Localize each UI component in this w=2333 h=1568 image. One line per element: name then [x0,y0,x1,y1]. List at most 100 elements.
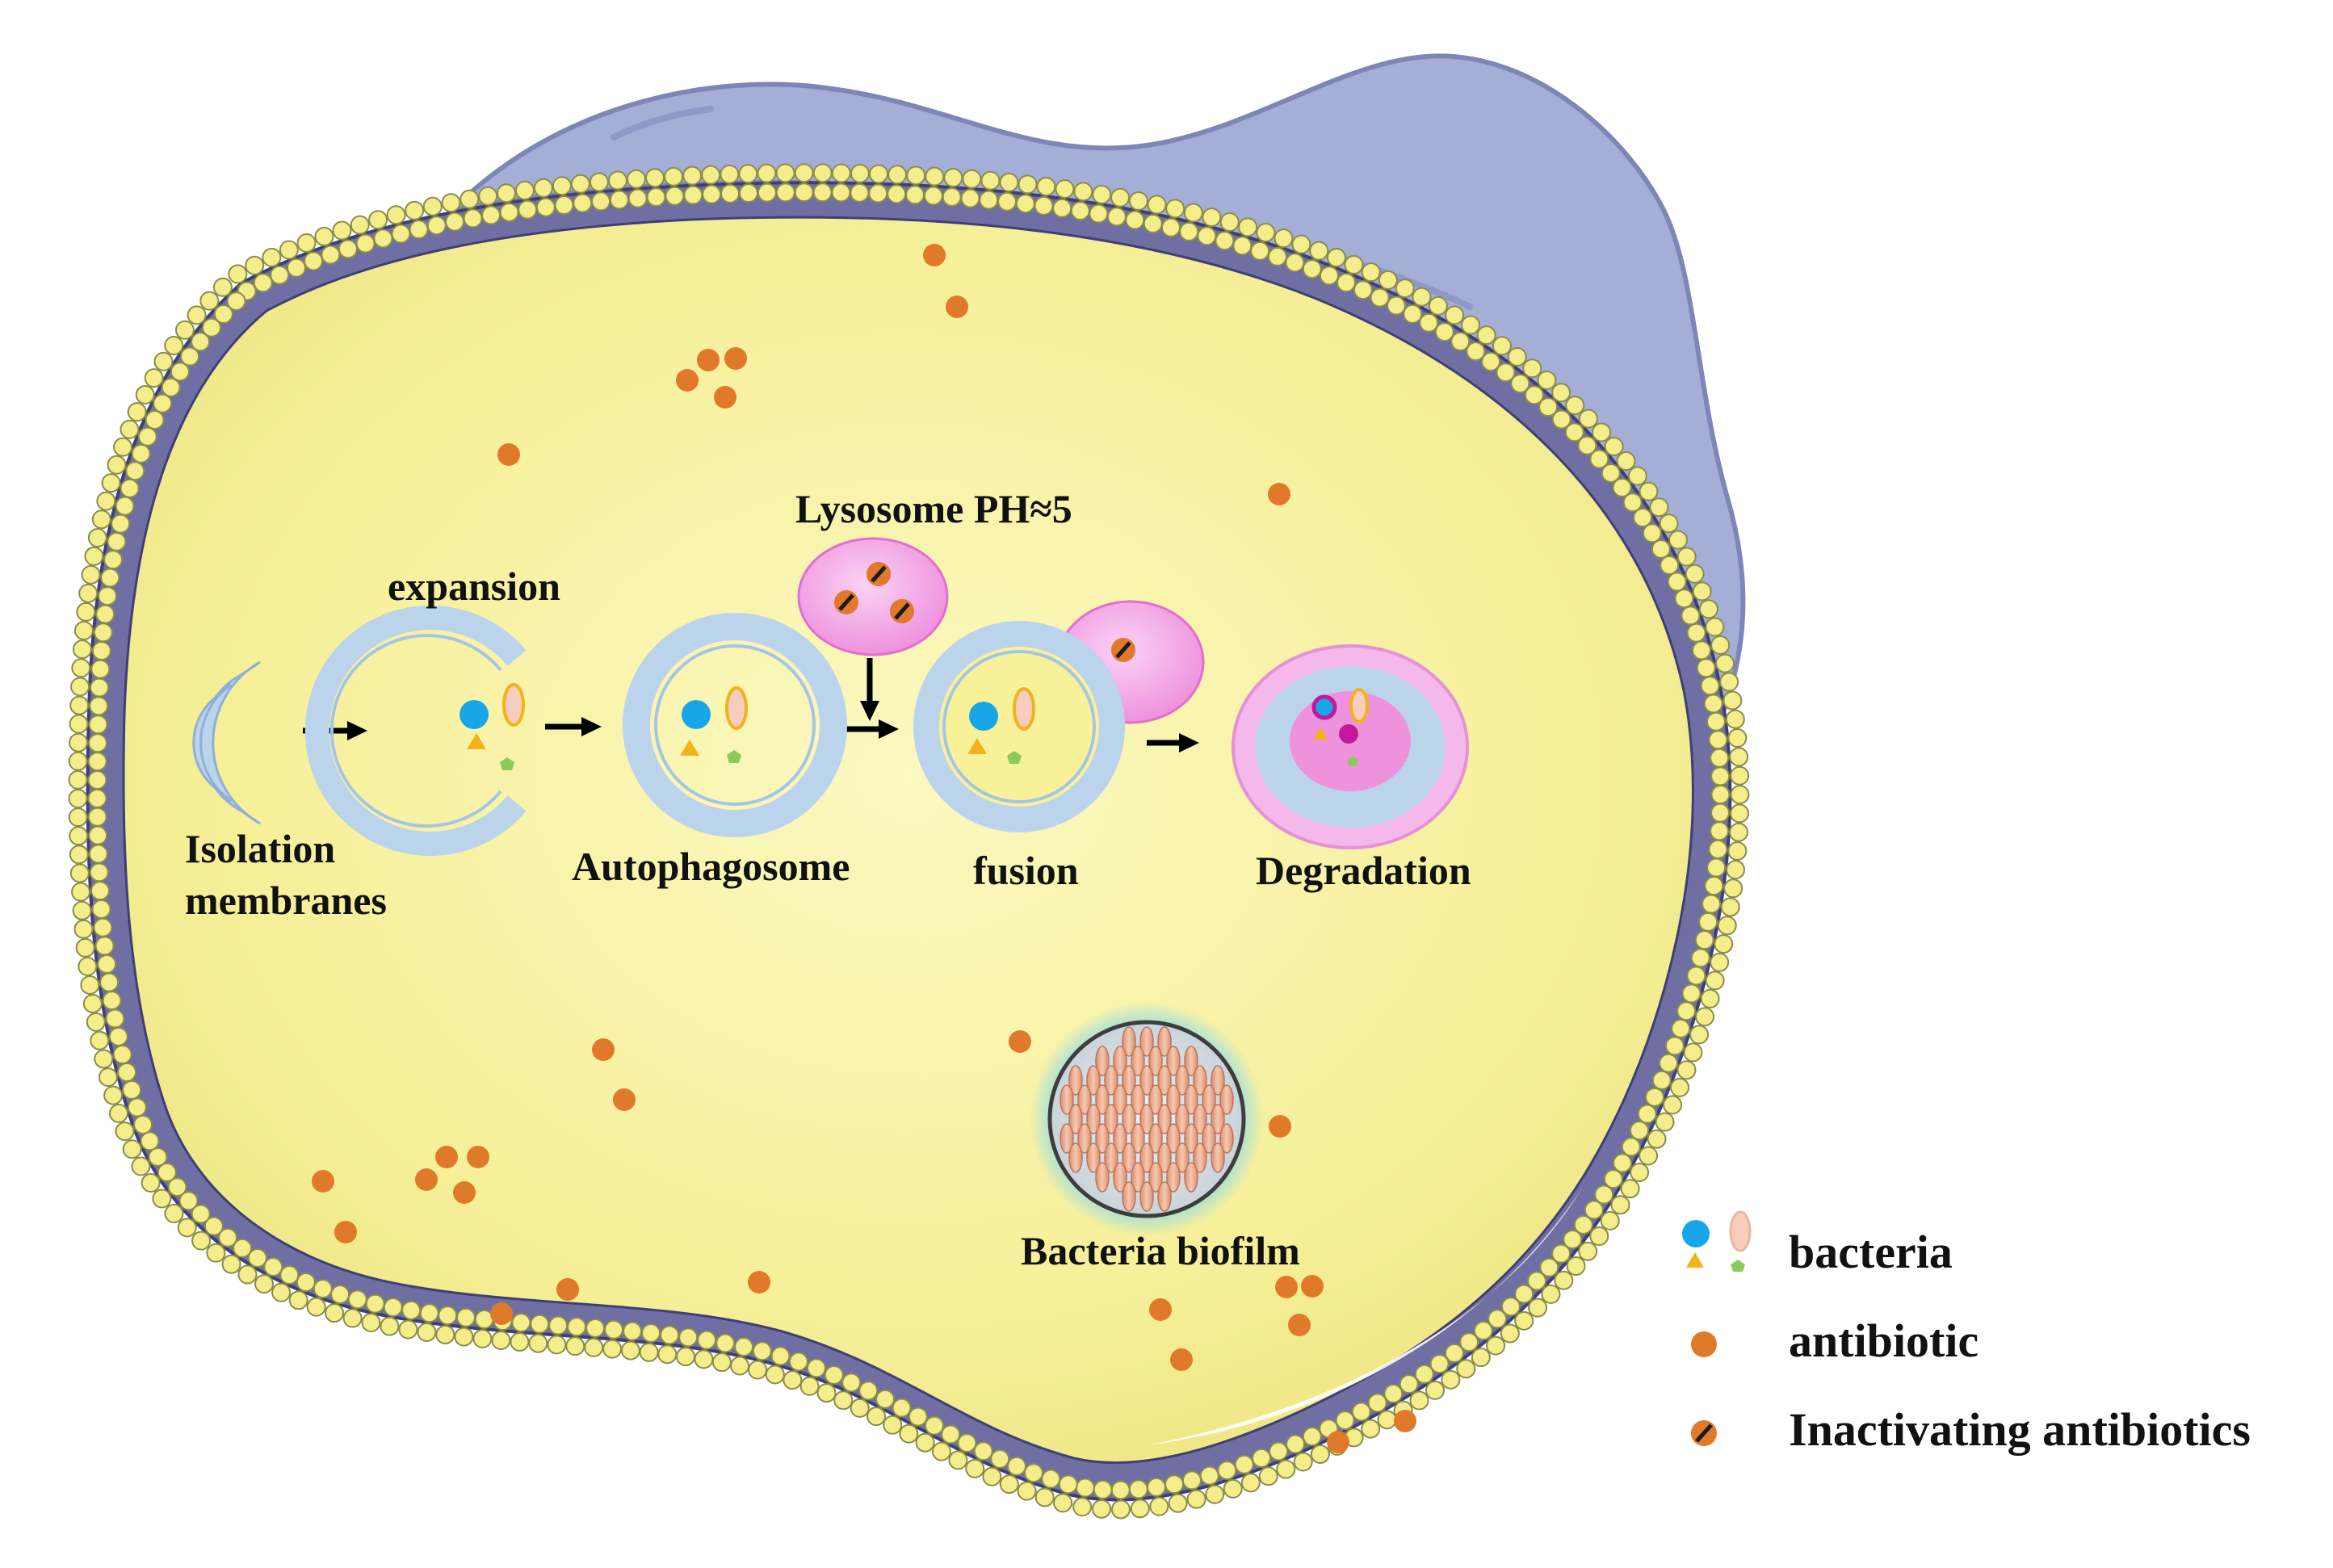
membrane-bead [78,583,99,603]
membrane-bead [135,384,155,405]
membrane-bead [623,1321,643,1341]
bacteria-blue [969,702,998,731]
membrane-bead [1694,930,1714,950]
membrane-bead [997,191,1018,212]
membrane-bead [1730,803,1750,824]
antibiotic-dot [697,349,720,371]
membrane-bead [98,1067,118,1088]
membrane-bead [103,1085,124,1105]
membrane-bead [1164,1474,1185,1495]
membrane-bead [1701,894,1722,914]
membrane-bead [923,186,943,206]
membrane-bead [1689,1025,1710,1045]
membrane-bead [342,1308,363,1328]
arrows [303,658,1199,753]
membrane-bead [383,1298,403,1318]
membrane-bead [1481,351,1501,371]
membrane-bead [510,1331,530,1352]
membrane-bead [107,531,127,551]
membrane-bead [93,917,113,937]
membrane-bead [1492,336,1512,356]
membrane-bead [1319,266,1339,286]
fusion-vesicle [913,621,1125,832]
membrane-bead [1344,254,1364,275]
membrane-bead [607,170,627,191]
membrane-bead [960,188,980,208]
membrane-bead [1055,179,1075,199]
membrane-bead [417,1322,437,1342]
membrane-bead [1655,1112,1675,1132]
membrane-bead [942,187,962,207]
membrane-bead [1541,1284,1561,1304]
membrane-bead [604,1319,624,1340]
membrane-bead [204,1216,224,1236]
membrane-bead [1181,1470,1202,1490]
membrane-bead [1723,878,1743,899]
membrane-bead [1686,623,1706,643]
membrane-bead [1092,184,1112,204]
membrane-bead [548,1315,569,1335]
membrane-bead [1353,280,1373,300]
membrane-bead [69,826,89,846]
membrane-bead [1710,748,1730,768]
membrane-bead [1730,785,1750,805]
biofilm-bacterium [1219,1084,1234,1115]
membrane-bead [547,1335,567,1355]
membrane-bead [999,172,1019,192]
inactivating-antibiotic-icon [1111,638,1135,662]
membrane-bead [1276,1459,1296,1479]
lysosome-body [797,537,949,656]
membrane-bead [1256,223,1276,243]
membrane-bead [112,1044,132,1064]
membrane-bead [88,844,108,864]
membrane-bead [1017,1481,1037,1501]
membrane-bead [567,1317,587,1337]
membrane-bead [497,183,517,203]
membrane-bead [263,1257,283,1277]
membrane-bead [454,1327,474,1347]
membrane-bead [1414,1364,1434,1384]
membrane-bead [697,1330,717,1350]
membrane-bead [82,993,103,1013]
membrane-bead [1710,766,1731,786]
membrane-bead [152,1189,172,1209]
membrane-bead [554,195,574,216]
membrane-bead [1147,195,1167,215]
membrane-bead [68,769,88,790]
membrane-bead [115,496,135,516]
membrane-bead [866,1407,887,1427]
arrow-head [581,717,602,736]
membrane-bead [88,715,108,735]
membrane-bead [1706,857,1727,878]
membrane-bead [174,320,195,340]
membrane-bead [720,183,741,203]
bacteria-blue [459,700,489,729]
membrane-bead [1538,397,1559,417]
membrane-bead [1473,1321,1493,1341]
membrane-bead [1660,556,1680,576]
membrane-bead [1610,1195,1630,1215]
membrane-bead [87,528,107,548]
membrane-bead [816,1383,837,1403]
antibiotic-dot [1275,1276,1298,1298]
membrane-bead [90,1030,110,1050]
membrane-bead [109,1103,129,1123]
membrane-bead [931,1441,951,1461]
membrane-bead [627,188,648,208]
membrane-bead [1006,1456,1026,1476]
antibiotic-dot [1269,1115,1291,1138]
membrane-bead [925,1415,945,1436]
membrane-bead [88,825,108,845]
membrane-bead [1715,653,1735,673]
free-antibiotics [312,244,1416,1453]
membrane-bead [91,509,111,530]
antibiotic-dot [1009,1030,1031,1053]
biofilm-bacterium [1095,1046,1110,1076]
membrane-bead [1500,1297,1521,1317]
membrane-bead [1710,821,1730,841]
membrane-bead [91,641,111,661]
membrane-bead [1706,711,1726,732]
membrane-bead [794,163,814,183]
membrane-bead [1612,477,1632,497]
